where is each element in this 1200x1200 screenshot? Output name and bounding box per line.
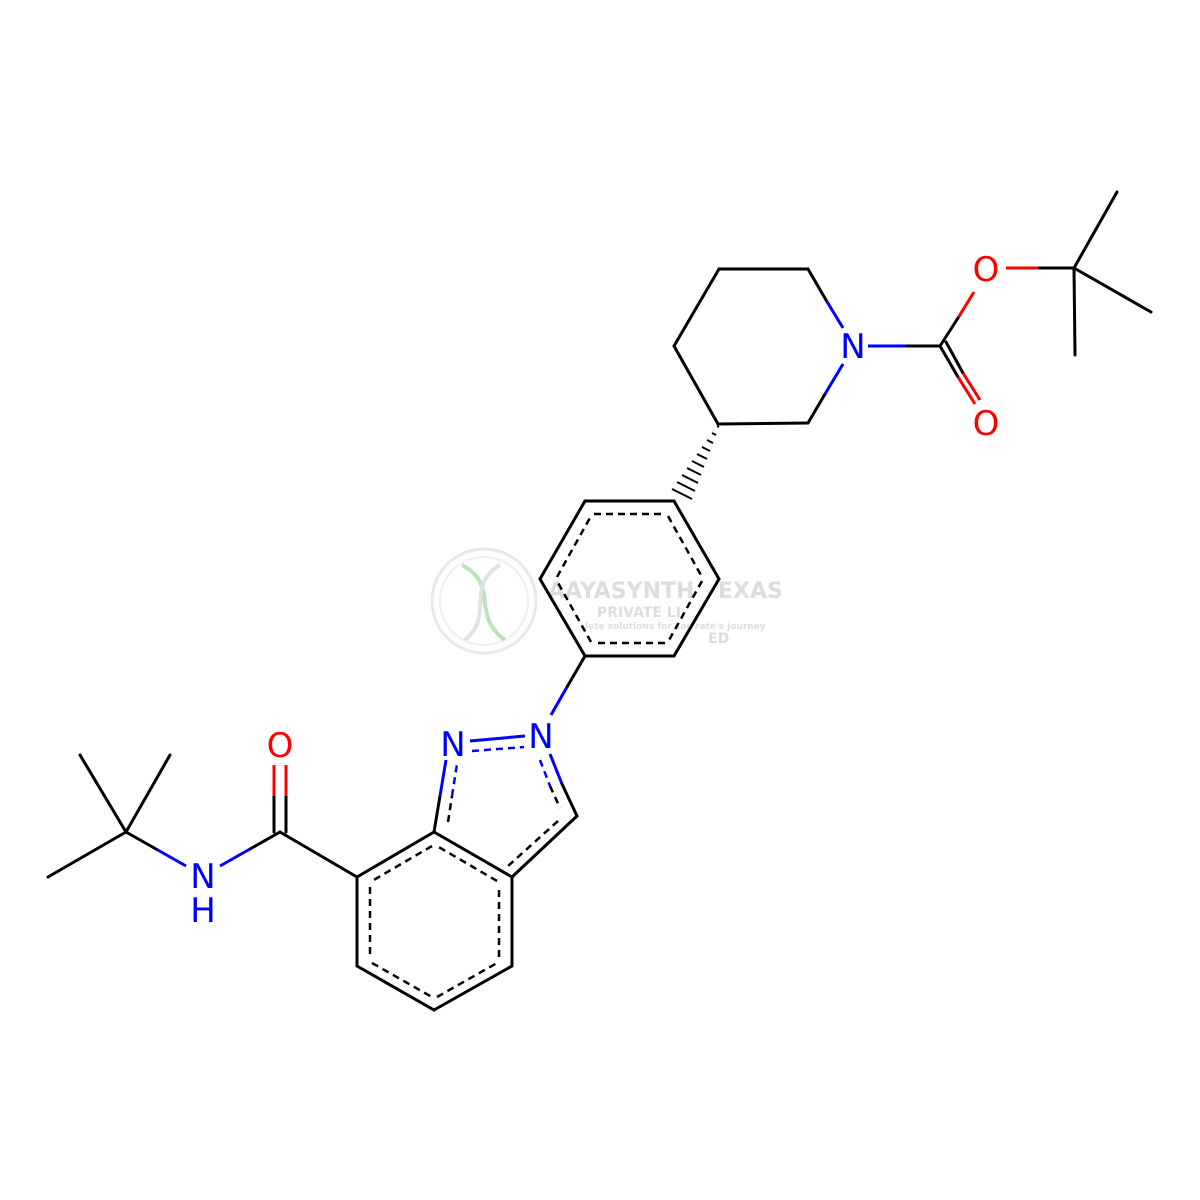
dna-helix-strand-icon xyxy=(463,563,502,642)
atom-labels: O O N N N O N H xyxy=(190,250,999,931)
bond xyxy=(432,964,514,1012)
bond xyxy=(432,794,442,834)
aromatic-bond xyxy=(446,795,454,823)
bond xyxy=(438,759,448,797)
oxygen-atom-label: O xyxy=(973,404,1000,444)
bond xyxy=(549,686,569,716)
piperidine-ring xyxy=(672,267,845,426)
bond xyxy=(538,499,587,581)
bond xyxy=(538,577,587,658)
bond xyxy=(938,344,960,379)
watermark-line3b: rate's journey xyxy=(695,622,766,632)
bond xyxy=(1072,266,1153,314)
aromatic-bond xyxy=(555,515,593,578)
bond xyxy=(961,372,982,401)
bond xyxy=(806,392,827,425)
watermark-line3: lete solutions for sou xyxy=(585,622,693,632)
bond xyxy=(155,847,187,868)
indazole-benzene-ring xyxy=(355,830,514,1012)
oxygen-atom-label: O xyxy=(267,726,294,766)
hydrogen-atom-label: H xyxy=(190,891,216,931)
oxygen-atom-label: O xyxy=(973,250,1000,290)
bond xyxy=(248,830,282,851)
bond xyxy=(956,376,977,405)
bond xyxy=(219,847,251,868)
tert-butyl-amide-group xyxy=(46,753,359,879)
bond xyxy=(824,299,845,329)
bond xyxy=(1072,266,1077,357)
watermark-line2: PRIVATE LI xyxy=(597,605,681,621)
nitrogen-atom-label: N xyxy=(440,725,465,765)
aromatic-bond xyxy=(548,785,562,809)
bond xyxy=(548,753,564,785)
watermark-ring xyxy=(430,547,538,655)
bond xyxy=(355,830,436,879)
bond xyxy=(672,267,721,348)
aromatic-bond xyxy=(666,515,704,578)
bond xyxy=(1072,190,1119,270)
bond xyxy=(355,964,436,1012)
aromatic-bond xyxy=(538,759,552,787)
bond xyxy=(432,830,514,879)
hashed-wedge-bond xyxy=(671,425,720,500)
indazole-pyrazole-ring xyxy=(432,734,579,879)
bond xyxy=(938,316,960,348)
nitrogen-atom-label: N xyxy=(840,327,865,367)
bond xyxy=(560,782,579,818)
nitrogen-atom-label: N xyxy=(190,857,215,897)
bond xyxy=(278,830,359,879)
bond xyxy=(510,814,579,879)
bond xyxy=(78,753,128,834)
aromatic-bond xyxy=(471,745,525,753)
bond xyxy=(672,499,721,581)
phenyl-ring xyxy=(538,499,721,658)
bond xyxy=(124,753,172,834)
bond xyxy=(672,344,720,426)
bond xyxy=(823,363,845,395)
boc-carbamate-group xyxy=(868,291,982,405)
bond xyxy=(46,830,128,879)
bond xyxy=(716,421,810,426)
bond xyxy=(944,340,965,375)
bond xyxy=(806,267,828,302)
bond xyxy=(124,830,158,851)
watermark: AAYASYNTH EXAS PRIVATE LI ED lete soluti… xyxy=(430,547,783,655)
aromatic-bond xyxy=(450,763,459,797)
bond xyxy=(672,577,721,658)
watermark-line1b: EXAS xyxy=(718,579,783,604)
watermark-ring-inner xyxy=(439,556,529,646)
dna-helix-icon xyxy=(461,563,507,642)
bond xyxy=(956,291,976,319)
watermark-line1: AAYASYNTH xyxy=(548,579,694,604)
watermark-line2b: ED xyxy=(708,631,729,647)
bond xyxy=(565,654,587,689)
nitrogen-atom-label: N xyxy=(528,717,553,757)
boc-tert-butyl-group xyxy=(1006,190,1153,357)
bond xyxy=(469,734,526,743)
